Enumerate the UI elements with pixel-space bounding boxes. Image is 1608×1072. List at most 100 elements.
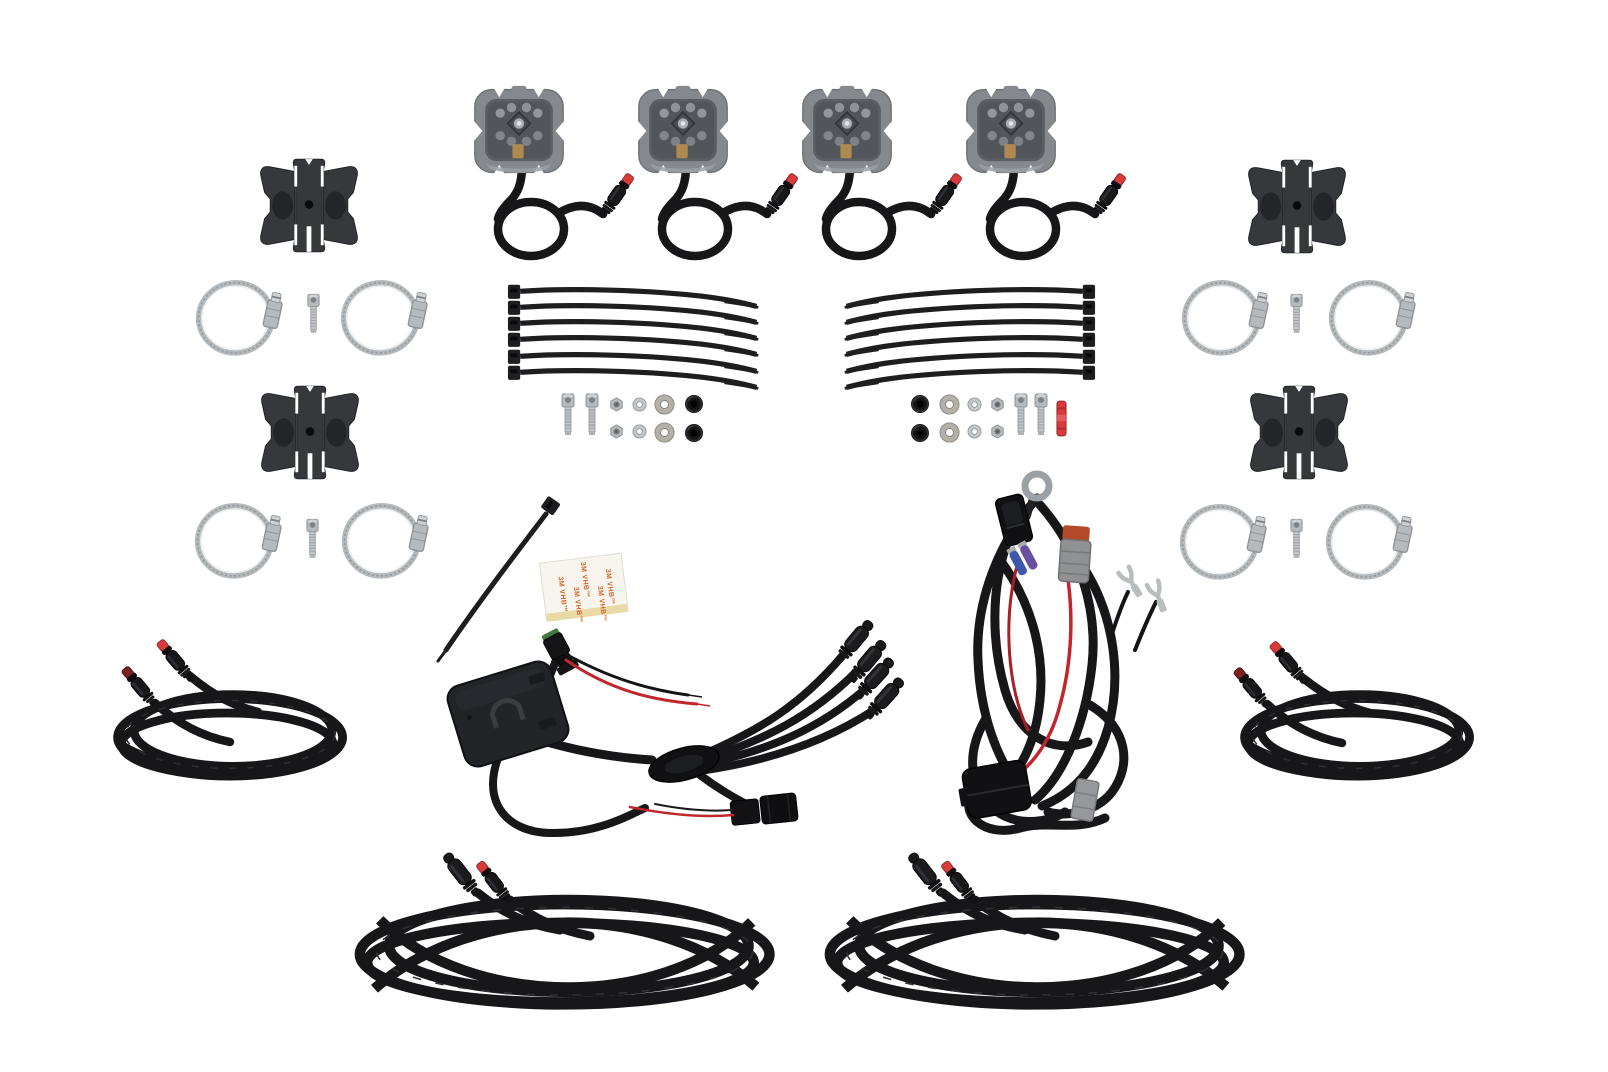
- wiring-harness: [958, 470, 1167, 835]
- clamp-set: [195, 279, 429, 357]
- hex-nut: [991, 397, 1004, 412]
- mount-bracket: [261, 385, 359, 480]
- splitter-4way: [628, 616, 908, 826]
- clamp-screw: [307, 293, 320, 334]
- socket-bolt: [585, 393, 599, 436]
- mount-bracket: [260, 158, 358, 253]
- led-pod: [471, 84, 637, 261]
- zip-tie: [845, 333, 1095, 356]
- hose-clamp: [1325, 503, 1414, 581]
- wire-connector: [154, 636, 198, 685]
- wire-connector: [439, 849, 484, 900]
- hex-nut: [991, 424, 1004, 439]
- clamp-set: [1179, 503, 1414, 581]
- rubber-grommet: [684, 394, 704, 414]
- adhesive-pad: 3M VHB™ 3M VHB™ 3M VHB™ 3M VHB™ 3M VHB™: [539, 552, 629, 624]
- pod-wire-loop: [493, 197, 569, 261]
- hex-nut: [610, 424, 623, 439]
- hose-clamp: [340, 279, 429, 357]
- extension-wire: [360, 849, 770, 1005]
- butt-connector: [1056, 400, 1067, 437]
- hose-clamp: [1181, 279, 1270, 357]
- splitter-hub: [648, 745, 720, 783]
- washer-large: [939, 394, 960, 415]
- pad-edge: [545, 603, 629, 622]
- hardware-set-left: [561, 393, 704, 443]
- fuse-holder: [958, 759, 1033, 819]
- harness-red-wire: [1007, 560, 1030, 732]
- controller-module: [446, 660, 570, 768]
- pod-connector: [595, 171, 637, 221]
- hardware-set-right: [910, 393, 1067, 443]
- pigtail-red-wire: [564, 658, 699, 706]
- wire-coil: [830, 900, 1240, 1005]
- rubber-grommet: [684, 423, 704, 443]
- clamp-screw: [1290, 293, 1303, 334]
- wire-connector: [1267, 638, 1311, 687]
- led-pod-face: [963, 84, 1059, 176]
- green-seal: [541, 628, 560, 642]
- purple-crimp: [1020, 545, 1038, 570]
- led-pod-face: [635, 84, 731, 176]
- led-pod: [635, 84, 801, 261]
- washer-small: [632, 397, 647, 412]
- pad-brand-text: 3M VHB™: [572, 587, 583, 624]
- pod-connector: [923, 171, 965, 221]
- mount-bracket: [1248, 159, 1346, 254]
- dt-connector-gray: [1057, 525, 1092, 584]
- fork-terminal: [1116, 564, 1143, 598]
- hose-clamp: [341, 502, 430, 580]
- washer-large: [654, 394, 675, 415]
- clamp-screw: [1290, 518, 1303, 559]
- extension-wire: [118, 636, 343, 776]
- pigtail-black-wire: [562, 651, 690, 697]
- splitter-input-connector: [729, 792, 799, 826]
- crimp-connectors: [1006, 540, 1038, 576]
- socket-bolt: [561, 393, 575, 436]
- blue-crimp: [1009, 550, 1027, 576]
- washer-small: [632, 424, 647, 439]
- led-pod-face: [471, 84, 567, 176]
- pad-brand-text: 3M VHB™: [596, 586, 607, 623]
- wire-connector: [119, 663, 161, 710]
- pod-connector: [759, 171, 801, 221]
- splitter-red-wire: [628, 805, 735, 818]
- socket-bolt: [1034, 393, 1048, 436]
- wire-connector: [1231, 664, 1273, 711]
- led-pod: [963, 84, 1129, 261]
- pod-connector: [1087, 171, 1129, 221]
- hose-clamp: [194, 502, 283, 580]
- washer-small: [967, 424, 982, 439]
- rocker-switch: [994, 493, 1034, 547]
- zip-tie: [845, 366, 1095, 389]
- orange-wedge: [1062, 525, 1090, 542]
- zip-tie: [508, 333, 758, 356]
- clamp-set: [194, 502, 430, 580]
- socket-bolt: [1014, 393, 1028, 436]
- hex-nut: [610, 397, 623, 412]
- led-pod-face: [799, 84, 895, 176]
- clamp-screw: [306, 518, 319, 559]
- pad-brand-text: 3M VHB™: [604, 568, 615, 605]
- brand-logo-d: [489, 698, 526, 729]
- zip-tie-bundle-right: [845, 285, 1095, 389]
- hose-clamp: [195, 279, 284, 357]
- wire-coil: [360, 900, 770, 1005]
- controller-assembly: [446, 616, 908, 838]
- wire-connector: [904, 849, 949, 900]
- controller-cable: [489, 749, 649, 838]
- fork-terminal: [1144, 578, 1167, 613]
- washer-small: [967, 397, 982, 412]
- rubber-grommet: [910, 423, 930, 443]
- zip-tie: [508, 366, 758, 389]
- extension-wire: [1231, 638, 1470, 776]
- hose-clamp: [1328, 279, 1417, 357]
- zip-tie-bundle-left: [508, 285, 758, 389]
- controller-body: [446, 660, 570, 768]
- mount-bracket: [1250, 385, 1348, 480]
- led-pods: [471, 84, 1129, 261]
- rubber-grommet: [910, 394, 930, 414]
- pad-brand-text: 3M VHB™: [579, 561, 590, 598]
- led-pod: [799, 84, 965, 261]
- pad-brand-text: 3M VHB™: [556, 576, 567, 613]
